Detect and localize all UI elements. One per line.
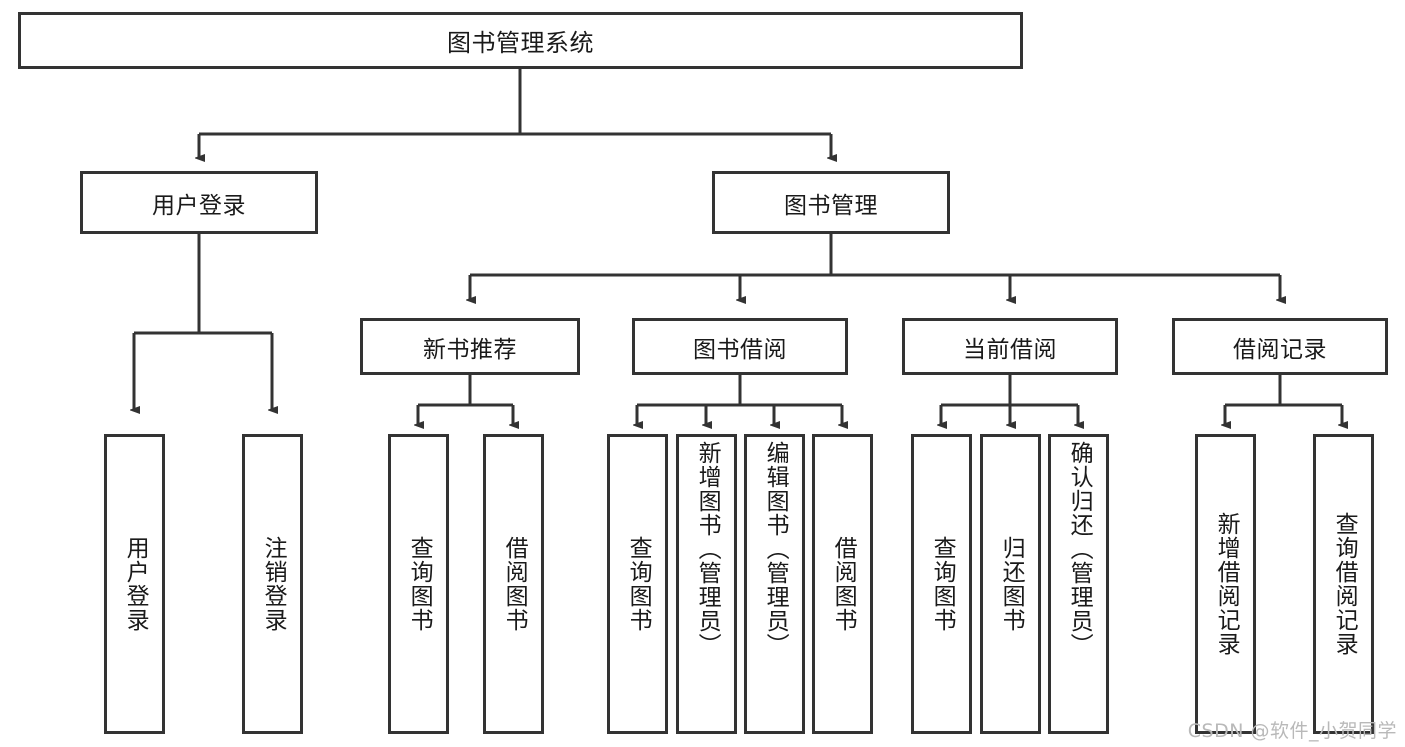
node-label: 查询图书 [929, 536, 956, 632]
leaf-borrow-borrow-book[interactable]: 借阅图书 [812, 434, 873, 734]
watermark-text: CSDN @软件_小贺同学 [1187, 720, 1397, 742]
leaf-current-return-book[interactable]: 归还图书 [980, 434, 1041, 734]
node-label: 查询图书 [625, 536, 652, 632]
node-label: 新书推荐 [423, 336, 517, 363]
node-label: 查询图书 [406, 536, 433, 632]
node-label: 查询借阅记录 [1331, 512, 1358, 656]
node-new-book-recommend[interactable]: 新书推荐 [360, 318, 580, 375]
leaf-current-query-book[interactable]: 查询图书 [911, 434, 972, 734]
leaf-new-book-query[interactable]: 查询图书 [388, 434, 449, 734]
node-book-borrow[interactable]: 图书借阅 [632, 318, 848, 375]
leaf-current-confirm-return-admin[interactable]: 确认归还（管理员） [1048, 434, 1109, 734]
node-label: 图书管理系统 [447, 29, 594, 57]
leaf-new-book-borrow[interactable]: 借阅图书 [483, 434, 544, 734]
node-label: 归还图书 [998, 536, 1025, 632]
node-label: 图书管理 [784, 192, 878, 219]
node-root-system[interactable]: 图书管理系统 [18, 12, 1023, 69]
node-label: 用户登录 [152, 192, 246, 219]
leaf-record-add-record[interactable]: 新增借阅记录 [1195, 434, 1256, 734]
node-label: 借阅记录 [1233, 336, 1327, 363]
node-borrow-record[interactable]: 借阅记录 [1172, 318, 1388, 375]
node-label: 图书借阅 [693, 336, 787, 363]
node-label: 借阅图书 [830, 536, 857, 632]
node-label: 编辑图书（管理员） [762, 441, 789, 657]
node-book-management[interactable]: 图书管理 [712, 171, 950, 234]
node-current-borrow[interactable]: 当前借阅 [902, 318, 1118, 375]
node-label: 注销登录 [260, 536, 287, 632]
node-label: 借阅图书 [501, 536, 528, 632]
leaf-borrow-query-book[interactable]: 查询图书 [607, 434, 668, 734]
leaf-borrow-edit-book-admin[interactable]: 编辑图书（管理员） [744, 434, 805, 734]
leaf-user-login-logout[interactable]: 注销登录 [242, 434, 303, 734]
node-label: 新增借阅记录 [1213, 512, 1240, 656]
leaf-record-query-record[interactable]: 查询借阅记录 [1313, 434, 1374, 734]
leaf-user-login-login[interactable]: 用户登录 [104, 434, 165, 734]
node-label: 新增图书（管理员） [694, 441, 721, 657]
node-label: 用户登录 [122, 536, 149, 632]
node-label: 确认归还（管理员） [1066, 441, 1093, 657]
node-user-login[interactable]: 用户登录 [80, 171, 318, 234]
node-label: 当前借阅 [963, 336, 1057, 363]
leaf-borrow-add-book-admin[interactable]: 新增图书（管理员） [676, 434, 737, 734]
